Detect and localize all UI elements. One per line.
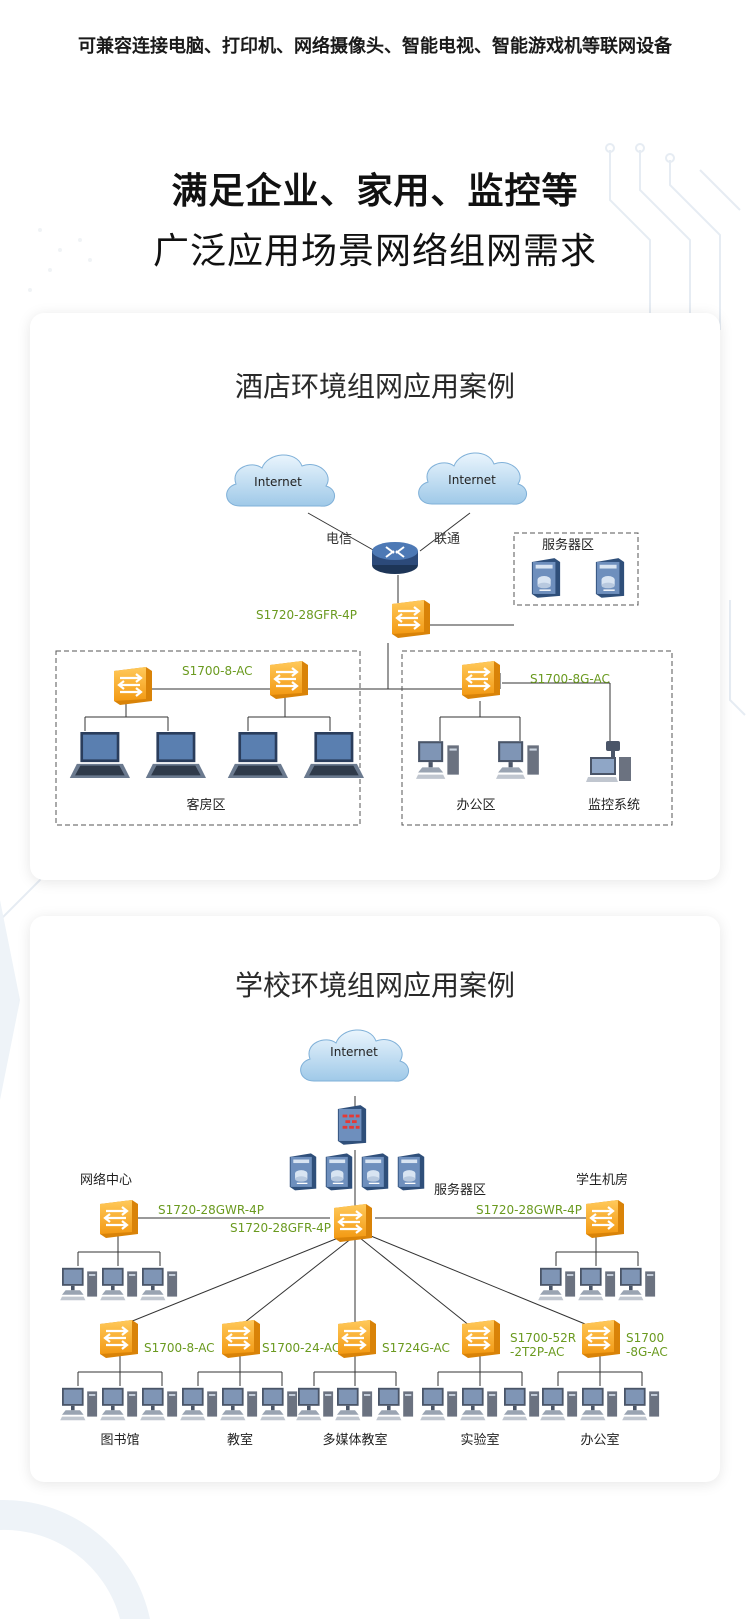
- office-zone-label: 办公区: [456, 798, 495, 813]
- server-icon-4: [397, 1152, 425, 1192]
- pc-icon: [580, 1387, 618, 1421]
- lab-switch-label-line2: -2T2P-AC: [510, 1345, 564, 1359]
- office-switch-label-line1: S1700: [626, 1331, 664, 1345]
- office-switch-label-line2: -8G-AC: [626, 1345, 668, 1359]
- lab-zone-label: 实验室: [460, 1432, 499, 1448]
- network-center-switch-icon: [98, 1198, 140, 1238]
- classroom-switch-label: S1700-24-AC: [262, 1341, 340, 1355]
- center-pc-icon-1: [60, 1267, 98, 1301]
- server-icon-1: [289, 1152, 317, 1192]
- monitoring-system-icon: [586, 741, 631, 782]
- server-zone-label: 服务器区: [434, 1182, 486, 1198]
- hotel-case-card: 酒店环境组网应用案例: [30, 313, 720, 880]
- guest-zone-label: 客房区: [186, 797, 225, 813]
- lab-switch-icon: [460, 1318, 502, 1360]
- router-icon: [371, 541, 419, 575]
- lab-pc-icon-3: [618, 1267, 656, 1301]
- internet-right-label: Internet: [448, 473, 496, 487]
- school-network-diagram: Internet 服务器区 S1720-28GFR-4P 网络中心 S1720-…: [60, 1029, 668, 1448]
- guest-switch-icon-2: [268, 659, 310, 701]
- pc-icon: [100, 1387, 138, 1421]
- left-switch-label: S1720-28GWR-4P: [158, 1203, 264, 1217]
- pc-icon: [60, 1387, 98, 1421]
- pc-icon: [140, 1387, 178, 1421]
- pc-icon: [180, 1387, 218, 1421]
- office-switch-label: S1700-8G-AC: [530, 672, 610, 686]
- office-pc-icon-1: [416, 741, 459, 779]
- hotel-network-diagram: Internet Internet 电信 联通 S1720-28GFR-4P 服…: [55, 452, 673, 826]
- pc-icon: [335, 1387, 373, 1421]
- internet-left-label: Internet: [254, 475, 302, 489]
- laptop-icon-4: [303, 731, 364, 779]
- multimedia-zone-label: 多媒体教室: [322, 1432, 387, 1448]
- server-icon-3: [361, 1152, 389, 1192]
- pc-icon: [296, 1387, 334, 1421]
- isp-right-label: 联通: [434, 532, 460, 547]
- pc-icon: [420, 1387, 458, 1421]
- pc-icon: [502, 1387, 540, 1421]
- internet-label: Internet: [330, 1045, 378, 1059]
- right-switch-label: S1720-28GWR-4P: [476, 1203, 582, 1217]
- laptop-icon-1: [69, 731, 130, 779]
- library-zone-label: 图书馆: [100, 1433, 139, 1448]
- guest-switch-label: S1700-8-AC: [182, 664, 253, 678]
- lab-pc-icon-1: [538, 1267, 576, 1301]
- laptop-icon-3: [227, 731, 288, 779]
- compatibility-text: 可兼容连接电脑、打印机、网络摄像头、智能电视、智能游戏机等联网设备: [78, 36, 672, 57]
- pc-icon: [260, 1387, 298, 1421]
- office-pc-icon-2: [496, 741, 539, 779]
- pc-icon: [540, 1387, 578, 1421]
- lab-switch-label-line1: S1700-52R: [510, 1331, 576, 1345]
- library-switch-label: S1700-8-AC: [144, 1341, 215, 1355]
- school-case-title: 学校环境组网应用案例: [234, 969, 515, 1002]
- server-icon-2: [325, 1152, 353, 1192]
- student-lab-label: 学生机房: [576, 1172, 628, 1188]
- guest-switch-icon-1: [112, 665, 154, 707]
- library-switch-icon: [98, 1318, 140, 1360]
- center-pc-icon-3: [140, 1267, 178, 1301]
- access-fanout-lines: [77, 1356, 643, 1386]
- center-pc-icon-2: [100, 1267, 138, 1301]
- pc-icon: [376, 1387, 414, 1421]
- multimedia-switch-icon: [336, 1318, 378, 1360]
- isp-left-label: 电信: [326, 532, 352, 547]
- laptop-icon-2: [145, 731, 206, 779]
- core-switch-icon: [332, 1202, 374, 1242]
- classroom-switch-icon: [220, 1318, 262, 1360]
- pc-icon: [622, 1387, 660, 1421]
- office-switch-icon: [580, 1318, 622, 1360]
- hotel-case-title: 酒店环境组网应用案例: [234, 370, 515, 403]
- core-switch-label: S1720-28GFR-4P: [256, 608, 357, 622]
- office-zone-label: 办公室: [580, 1432, 619, 1448]
- headline-line1: 满足企业、家用、监控等: [171, 171, 579, 212]
- school-case-card: 学校环境组网应用案例: [30, 916, 720, 1482]
- firewall-icon: [337, 1105, 367, 1145]
- headline-line2: 广泛应用场景网络组网需求: [152, 231, 597, 272]
- network-center-label: 网络中心: [80, 1172, 132, 1188]
- server-icon-1: [531, 557, 561, 599]
- server-icon-2: [595, 557, 625, 599]
- core-switch-label: S1720-28GFR-4P: [230, 1221, 331, 1235]
- core-switch-icon: [390, 598, 432, 640]
- monitor-zone-label: 监控系统: [588, 798, 640, 813]
- lab-pc-icon-2: [578, 1267, 616, 1301]
- classroom-zone-label: 教室: [227, 1432, 253, 1448]
- student-lab-switch-icon: [584, 1198, 626, 1238]
- server-zone-label: 服务器区: [542, 537, 594, 553]
- pc-icon: [460, 1387, 498, 1421]
- pc-icon: [220, 1387, 258, 1421]
- multimedia-switch-label: S1724G-AC: [382, 1341, 450, 1355]
- access-pc-group: [60, 1387, 660, 1421]
- office-switch-icon: [460, 659, 502, 701]
